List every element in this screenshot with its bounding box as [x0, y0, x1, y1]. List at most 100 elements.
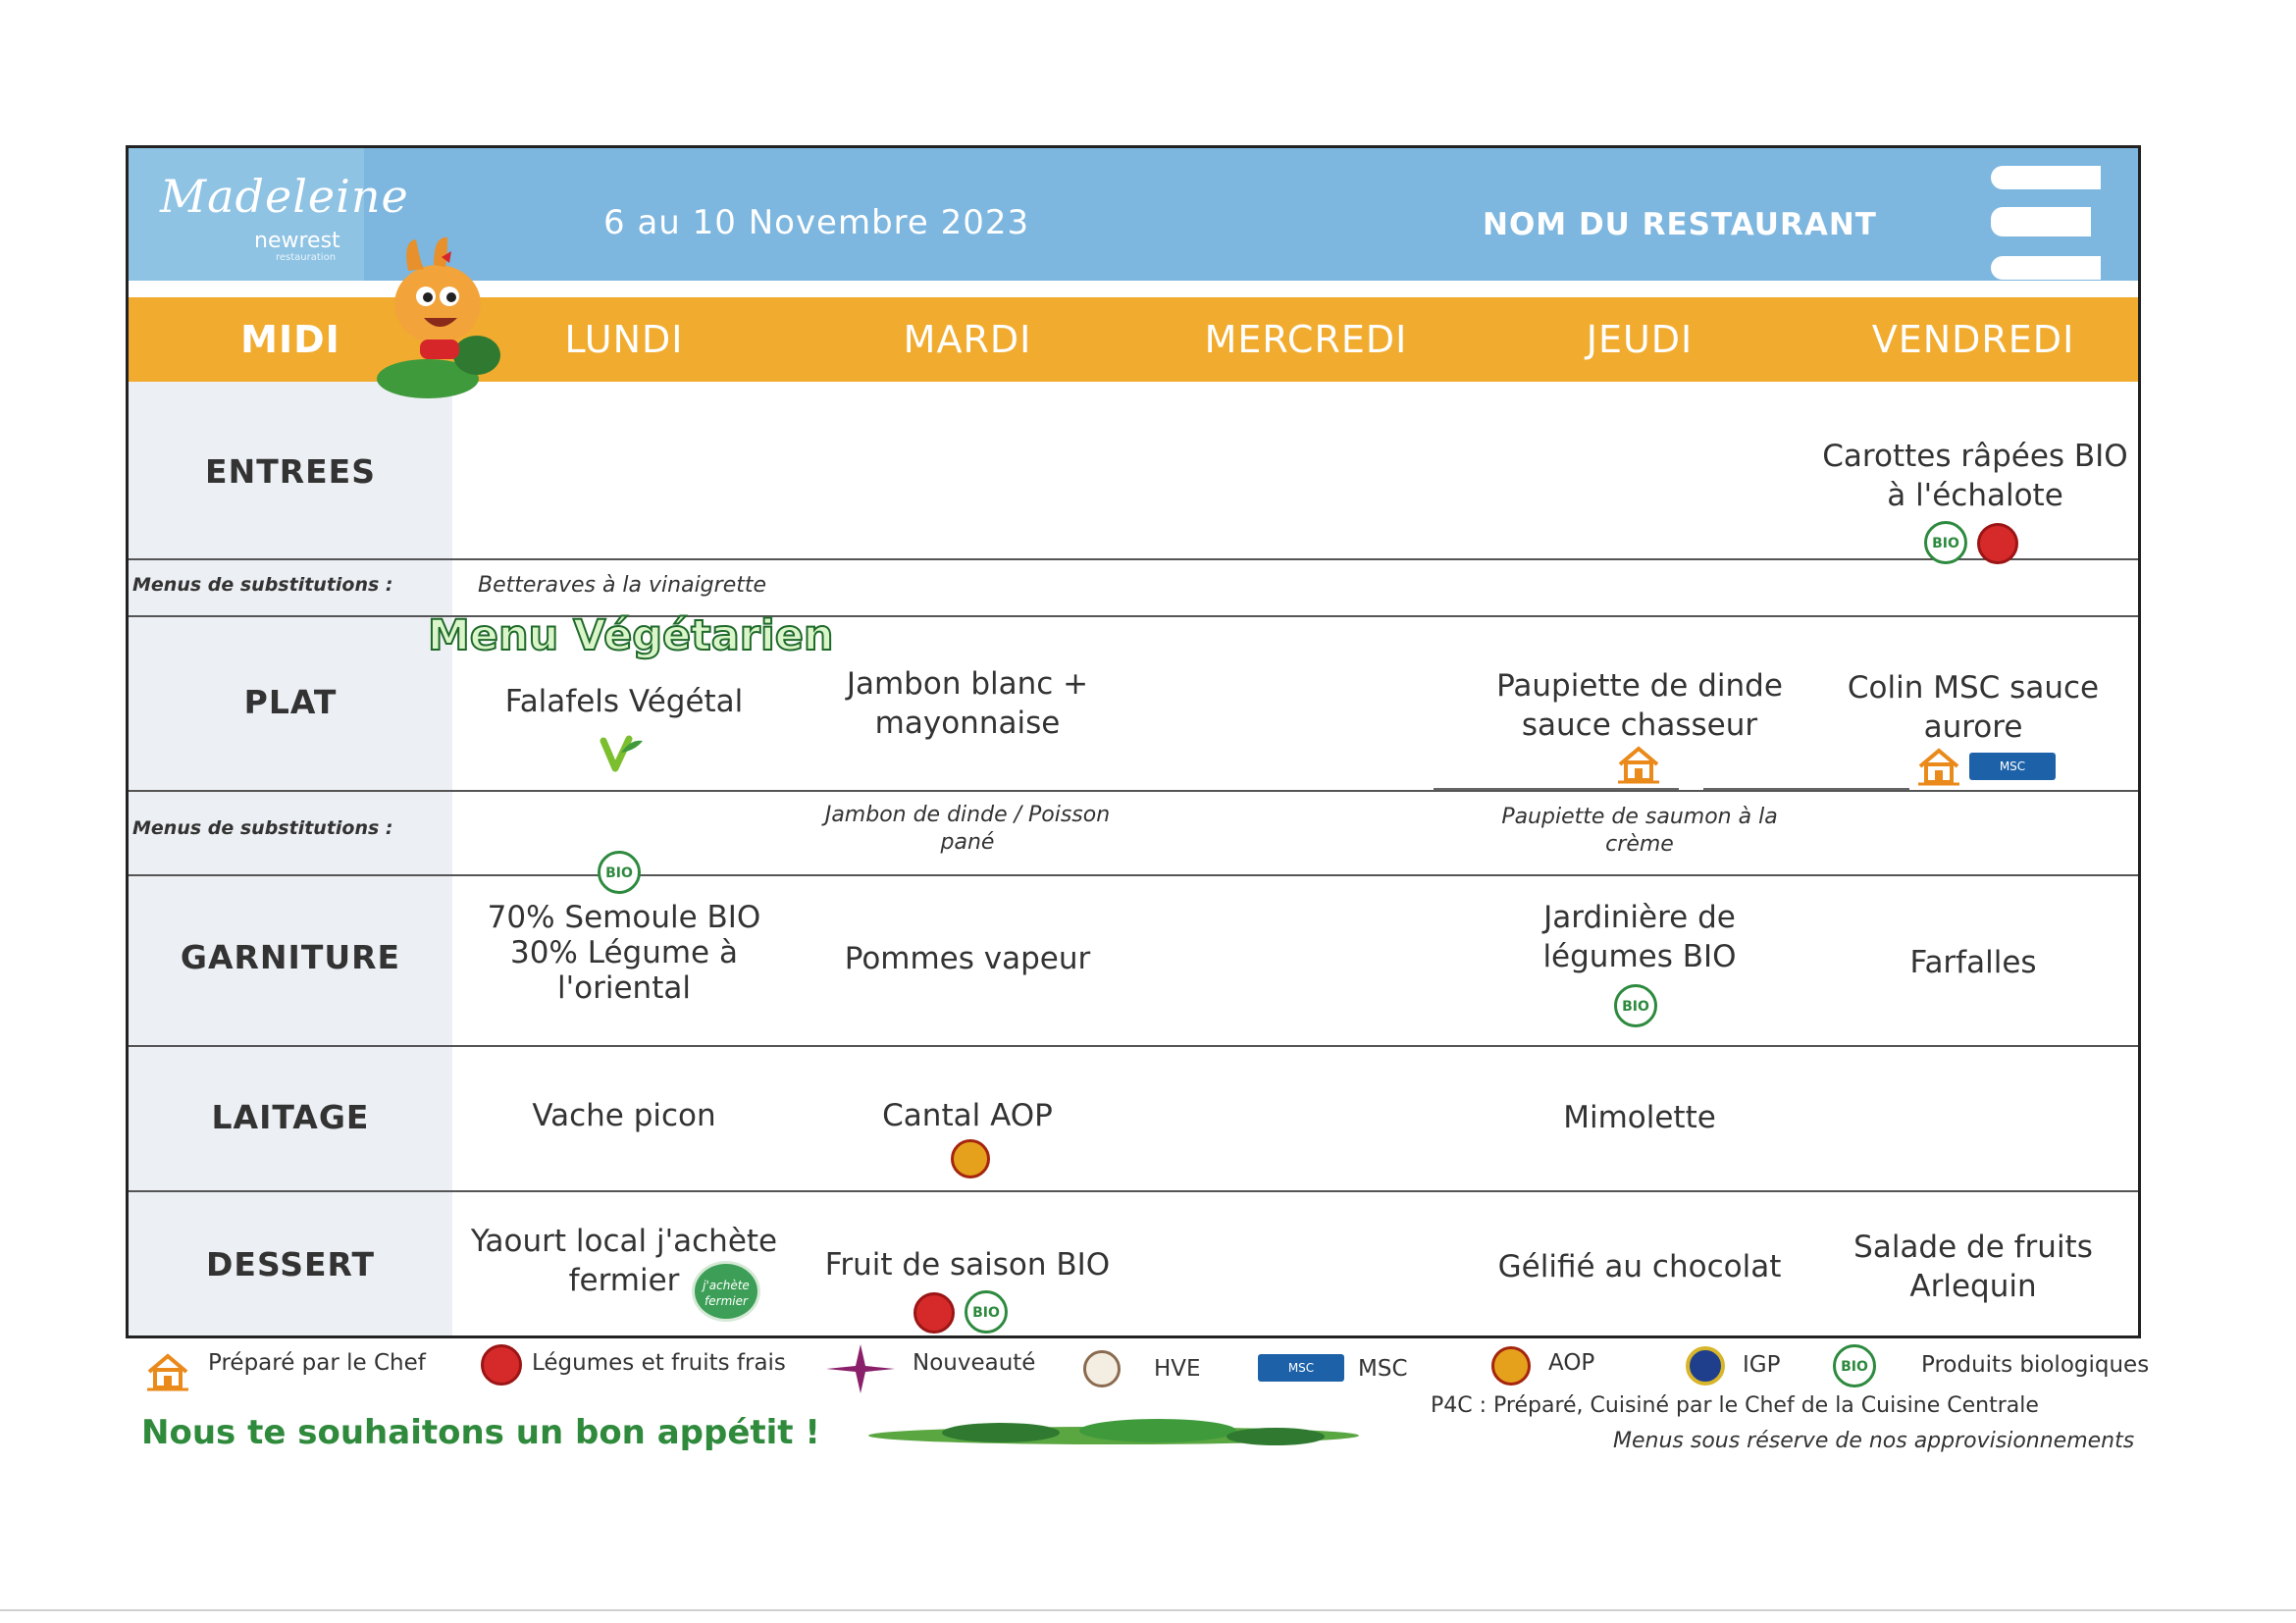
plat-vendredi: Colin MSC sauce aurore	[1806, 668, 2138, 747]
plat-substitution-mardi: Jambon de dinde / Poisson pané	[796, 802, 1139, 857]
greeting: Nous te souhaitons un bon appétit !	[141, 1413, 820, 1452]
laitage-mardi: Cantal AOP	[882, 1098, 1053, 1133]
plat-mardi: Jambon blanc + mayonnaise	[796, 664, 1139, 743]
mascot-illustration	[377, 236, 500, 398]
legend-fresh: Légumes et fruits frais	[532, 1350, 786, 1376]
house-chef-icon	[147, 1353, 188, 1391]
day-lundi: LUNDI	[564, 318, 684, 361]
bio-leaf-icon: BIO	[1614, 984, 1657, 1027]
divider	[129, 558, 2138, 560]
entree-substitution-lundi: Betteraves à la vinaigrette	[478, 573, 767, 598]
legend-new: Nouveauté	[913, 1350, 1036, 1376]
legend-chef: Préparé par le Chef	[208, 1350, 426, 1376]
logo-tagline: restauration	[276, 252, 337, 263]
tomato-fresh-icon	[481, 1344, 522, 1386]
garniture-jeudi: Jardinière de légumes BIO	[1473, 898, 1806, 976]
midi-label: MIDI	[240, 318, 340, 361]
dish-line: Salade de fruits	[1853, 1230, 2093, 1265]
garniture-lundi: 70% Semoule BIO 30% Légume à l'oriental	[452, 900, 796, 1006]
dish-line: Jardinière de	[1543, 900, 1736, 935]
dessert-jeudi: Gélifié au chocolat	[1497, 1249, 1782, 1284]
date-range: 6 au 10 Novembre 2023	[603, 203, 1030, 242]
divider	[129, 1190, 2138, 1192]
divider	[1703, 788, 1909, 790]
day-mardi: MARDI	[903, 318, 1032, 361]
leaves-decoration	[868, 1419, 1359, 1445]
dish-line: crème	[1605, 832, 1674, 857]
dish-line: fermier	[568, 1263, 680, 1298]
dish-line: Colin MSC sauce	[1847, 670, 2100, 706]
logo-text: Madeleine	[160, 170, 409, 223]
tomato-fresh-icon	[1977, 523, 2018, 564]
plat-substitution-jeudi: Paupiette de saumon à la crème	[1473, 804, 1806, 859]
plat-lundi: Falafels Végétal	[504, 684, 744, 719]
menu-sheet: Madeleine newrest restauration 6 au 10 N…	[126, 145, 2141, 1338]
legend-aop: AOP	[1548, 1350, 1595, 1376]
bio-leaf-icon: BIO	[1924, 521, 1967, 564]
bio-leaf-icon: BIO	[965, 1290, 1008, 1334]
garniture-mardi: Pommes vapeur	[844, 941, 1091, 976]
dish-line: Paupiette de dinde	[1496, 668, 1783, 704]
row-label-laitage: LAITAGE	[211, 1098, 370, 1136]
day-jeudi: JEUDI	[1586, 318, 1694, 361]
bio-leaf-icon: BIO	[1833, 1344, 1876, 1387]
dish-line: l'oriental	[557, 970, 691, 1006]
dish-line: sauce chasseur	[1521, 707, 1758, 743]
house-chef-icon	[1618, 746, 1659, 784]
legend-msc: MSC	[1358, 1356, 1408, 1382]
dessert-vendredi: Salade de fruits Arlequin	[1806, 1228, 2138, 1306]
dish-line: Jambon de dinde / Poisson	[824, 803, 1111, 827]
dish-line: 70% Semoule BIO	[487, 900, 761, 935]
logo: Madeleine newrest restauration	[129, 148, 408, 281]
day-vendredi: VENDREDI	[1871, 318, 2075, 361]
msc-fish-icon: MSC	[1258, 1354, 1344, 1382]
dish-line: Yaourt local j'achète	[470, 1224, 778, 1259]
v-vegetal-icon	[600, 735, 643, 772]
vegetarian-menu-title: Menu Végétarien	[427, 610, 834, 661]
laitage-lundi: Vache picon	[532, 1098, 716, 1133]
row-label-substitution: Menus de substitutions :	[132, 817, 393, 839]
page-edge	[0, 1609, 2296, 1611]
msc-fish-icon: MSC	[1969, 753, 2056, 780]
laitage-jeudi: Mimolette	[1563, 1100, 1716, 1135]
tomato-fresh-icon	[913, 1292, 955, 1334]
house-chef-icon	[1918, 748, 1959, 786]
igp-icon	[1686, 1346, 1725, 1386]
dish-line: Arlequin	[1909, 1269, 2037, 1304]
dish-line: Jambon blanc +	[846, 666, 1089, 702]
legend-igp: IGP	[1743, 1352, 1781, 1378]
reserve-note: Menus sous réserve de nos approvisionnem…	[1613, 1429, 2135, 1453]
entree-vendredi: Carottes râpées BIO à l'échalote	[1806, 437, 2138, 515]
dish-line: Paupiette de saumon à la	[1501, 805, 1778, 829]
dish-line: 30% Légume à	[509, 935, 738, 970]
ferme-label-icon: j'achète fermier	[692, 1261, 760, 1322]
dish-line: légumes BIO	[1542, 939, 1737, 974]
dish-line: aurore	[1923, 709, 2023, 745]
logo-subtitle: newrest	[254, 229, 340, 253]
garniture-vendredi: Farfalles	[1909, 945, 2037, 980]
dish-line: mayonnaise	[874, 706, 1061, 741]
divider	[1434, 788, 1679, 790]
divider	[129, 1045, 2138, 1047]
legend-bio: Produits biologiques	[1921, 1352, 2150, 1378]
legend-hve: HVE	[1154, 1356, 1201, 1382]
row-label-column	[129, 382, 452, 1335]
row-label-plat: PLAT	[243, 683, 338, 721]
row-label-dessert: DESSERT	[206, 1245, 375, 1283]
hve-icon	[1083, 1350, 1121, 1387]
p4c-note: P4C : Préparé, Cuisiné par le Chef de la…	[1431, 1393, 2039, 1418]
dish-line: à l'échalote	[1887, 478, 2063, 513]
row-label-substitution: Menus de substitutions :	[132, 574, 393, 596]
aop-icon	[951, 1139, 990, 1178]
row-label-entrees: ENTREES	[205, 452, 376, 491]
dish-line: pané	[940, 830, 995, 855]
aop-icon	[1491, 1346, 1531, 1386]
row-label-garniture: GARNITURE	[180, 938, 401, 976]
plat-jeudi: Paupiette de dinde sauce chasseur	[1473, 666, 1806, 745]
day-mercredi: MERCREDI	[1204, 318, 1408, 361]
divider	[129, 874, 2138, 876]
dessert-lundi: Yaourt local j'achète fermier	[452, 1222, 796, 1300]
star-new-icon	[826, 1344, 895, 1393]
restaurant-name: NOM DU RESTAURANT	[1483, 207, 1877, 242]
divider	[129, 615, 2138, 617]
